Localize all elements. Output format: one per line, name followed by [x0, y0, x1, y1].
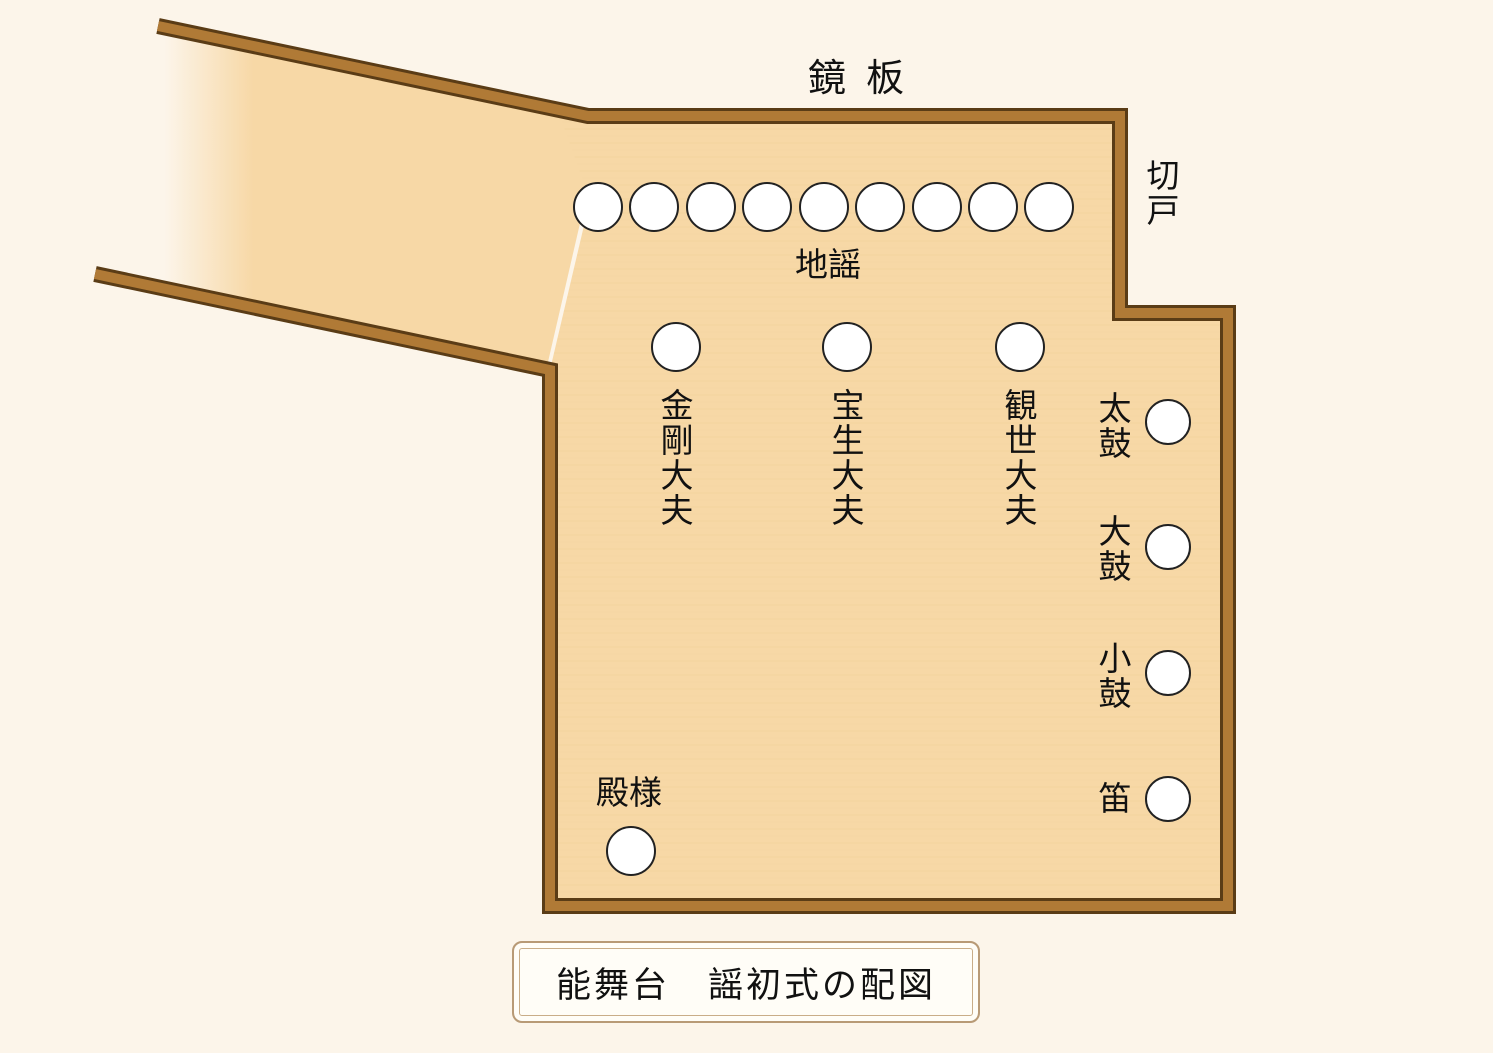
otsuzumi-label: 大鼓: [1093, 514, 1132, 584]
hashigakari-bridge: [95, 26, 590, 362]
taiko-label: 太鼓: [1093, 391, 1132, 461]
hosho-label: 宝生大夫: [826, 388, 865, 528]
jiutai-label: 地謡: [795, 245, 861, 284]
kotsuzumi-label: 小鼓: [1093, 641, 1132, 711]
diagram-title: 能舞台 謡初式の配図: [555, 965, 936, 1006]
fue-label: 笛: [1093, 781, 1132, 816]
kirido-label: 切戸: [1141, 158, 1180, 228]
kongo-label: 金剛大夫: [655, 388, 694, 528]
kanze-label: 観世大夫: [999, 388, 1038, 528]
tonosama-label: 殿様: [596, 773, 662, 812]
kagami-ita-label: 鏡 板: [808, 56, 909, 100]
diagram-title-box: 能舞台 謡初式の配図: [512, 941, 980, 1023]
